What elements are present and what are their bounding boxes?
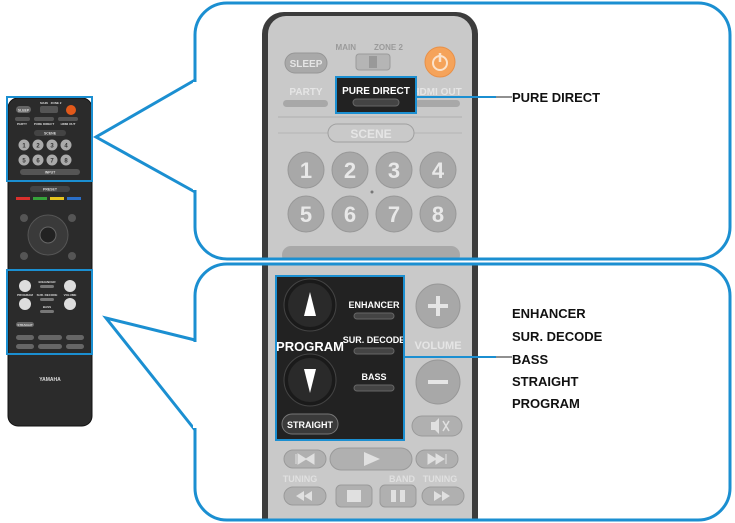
svg-text:8: 8 [64,159,68,165]
zoom-panel-bottom: PROGRAM ENHANCER SUR. DECODE BASS STRAIG… [102,262,732,522]
svg-text:PARTY: PARTY [289,87,322,98]
svg-text:7: 7 [50,159,54,165]
brand-logo: YAMAHA [39,377,61,383]
tuning-down-icon [296,491,312,501]
callout-bass: BASS [512,352,548,367]
svg-text:SCENE: SCENE [350,127,391,141]
tuning-up-icon [434,491,450,501]
svg-text:5: 5 [300,202,312,227]
svg-text:MAIN: MAIN [40,101,48,105]
pure-direct-box [335,76,417,114]
small-sleep-button [16,106,31,113]
play-icon [364,452,380,466]
svg-text:MAIN: MAIN [336,43,357,52]
svg-text:BASS: BASS [43,305,51,309]
skip-forward-icon [427,453,447,465]
svg-text:VOLUME: VOLUME [64,293,77,297]
small-highlight-bottom [6,269,93,355]
pure-direct-highlight-bg [336,77,416,113]
svg-text:PROGRAM: PROGRAM [276,339,344,354]
svg-text:SCENE: SCENE [44,132,57,136]
svg-text:STRAIGHT: STRAIGHT [287,420,334,430]
svg-text:6: 6 [344,202,356,227]
small-highlight-top [6,96,93,182]
svg-text:PURE DIRECT: PURE DIRECT [342,86,410,97]
svg-text:3: 3 [50,144,54,150]
sleep-button [284,52,328,74]
straight-button [281,413,339,435]
svg-text:5: 5 [22,159,26,165]
svg-text:PARTY: PARTY [17,122,27,126]
svg-text:TUNING: TUNING [423,474,458,484]
svg-text:2: 2 [36,144,40,150]
svg-text:HDMI OUT: HDMI OUT [412,87,461,98]
svg-text:4: 4 [64,144,68,150]
svg-text:1: 1 [300,158,312,183]
pause-button [379,484,417,508]
svg-text:VOLUME: VOLUME [414,340,461,352]
callout-top: PURE DIRECT [416,90,600,105]
mute-icon [431,418,450,434]
pure-direct-button [352,98,400,107]
svg-text:INPUT: INPUT [45,171,56,175]
svg-text:4: 4 [432,158,445,183]
svg-text:ENHANCER: ENHANCER [348,300,400,310]
stop-icon [347,490,361,502]
svg-text:PURE DIRECT: PURE DIRECT [34,122,55,126]
svg-text:PROGRAM: PROGRAM [17,293,33,297]
callout-program: PROGRAM [512,396,580,411]
svg-text:3: 3 [388,158,400,183]
scene-number-buttons [287,151,457,233]
bass-button [353,384,395,392]
sur-decode-button [353,347,395,355]
svg-text:1: 1 [22,144,26,150]
svg-text:SLEEP: SLEEP [18,109,30,113]
enhancer-button [353,312,395,320]
svg-text:PRESET: PRESET [43,188,58,192]
svg-text:6: 6 [36,159,40,165]
svg-text:SLEEP: SLEEP [290,59,323,70]
svg-text:TUNING: TUNING [283,474,318,484]
small-number-buttons [18,139,72,166]
svg-text:BAND: BAND [389,474,415,484]
svg-text:2: 2 [344,158,356,183]
callout-pure-direct: PURE DIRECT [512,90,600,105]
scene-label-pill [327,123,415,143]
callout-straight: STRAIGHT [512,374,579,389]
small-power-icon [66,105,76,115]
callout-bottom: ENHANCER SUR. DECODE BASS STRAIGHT PROGR… [404,306,603,411]
svg-text:BASS: BASS [361,372,386,382]
skip-back-icon [295,453,315,465]
svg-text:7: 7 [388,202,400,227]
small-color-buttons [16,197,81,200]
svg-text:SUR. DECODE: SUR. DECODE [37,293,58,297]
svg-text:ZONE 2: ZONE 2 [51,101,62,105]
svg-text:SUR. DECODE: SUR. DECODE [343,335,406,345]
svg-text:HDMI OUT: HDMI OUT [61,122,76,126]
small-remote: SLEEP MAIN ZONE 2 PARTY PURE DIRECT HDMI… [6,96,93,427]
svg-text:ENHANCER: ENHANCER [38,280,56,284]
svg-text:ZONE 2: ZONE 2 [374,43,403,52]
svg-text:STRAIGHT: STRAIGHT [17,323,33,327]
svg-text:8: 8 [432,202,444,227]
callout-sur-decode: SUR. DECODE [512,329,603,344]
callout-enhancer: ENHANCER [512,306,586,321]
zoom-panel-top: MAIN ZONE 2 SLEEP PARTY HDMI OUT PURE DI… [92,1,732,261]
